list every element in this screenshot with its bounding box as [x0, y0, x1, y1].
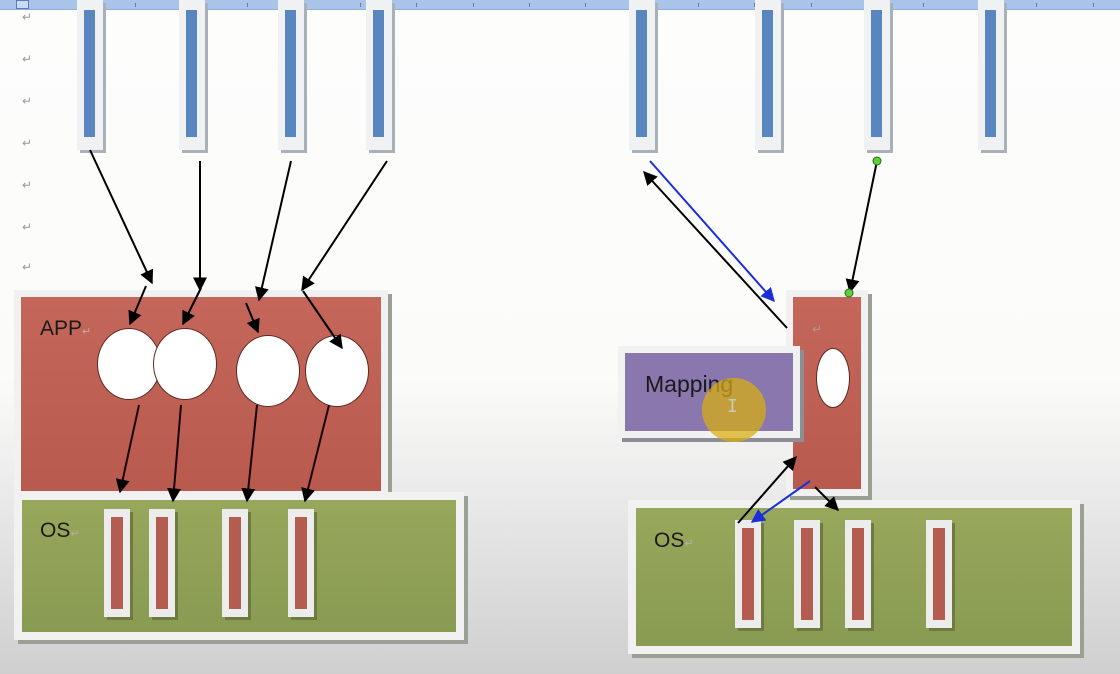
- os-memory-slot-fill: [229, 517, 241, 609]
- memory-block[interactable]: [978, 0, 1004, 150]
- os-label: OS↵: [40, 519, 80, 543]
- memory-block[interactable]: [864, 0, 890, 150]
- ruler-tick: [416, 3, 417, 7]
- arrow: [302, 290, 343, 350]
- os-label-right: OS↵: [654, 529, 694, 553]
- paragraph-mark: ↵: [22, 260, 33, 274]
- memory-block-fill: [871, 10, 882, 137]
- memory-block-fill: [373, 10, 384, 137]
- app-process-circle[interactable]: [153, 328, 217, 400]
- app-label: APP↵: [40, 317, 91, 341]
- memory-block-fill: [762, 10, 773, 137]
- paragraph-mark: ↵: [82, 326, 92, 338]
- paragraph-mark: ↵: [22, 94, 33, 108]
- memory-block-fill: [186, 10, 197, 137]
- ruler-tick: [247, 3, 248, 7]
- paragraph-mark: ↵: [22, 178, 33, 192]
- paragraph-mark: ↵: [22, 10, 33, 24]
- arrow: [128, 285, 147, 326]
- connector-anchor[interactable]: [844, 288, 854, 298]
- app-process-circle[interactable]: [97, 328, 161, 400]
- app-process-ellipse[interactable]: [816, 348, 850, 408]
- os-memory-slot[interactable]: [149, 509, 175, 617]
- arrow: [301, 160, 388, 292]
- arrow: [115, 404, 140, 494]
- arrow: [182, 287, 202, 326]
- ruler-tick: [1093, 3, 1094, 7]
- paragraph-mark: ↵: [22, 52, 33, 66]
- arrow: [301, 404, 330, 503]
- os-memory-slot-fill: [295, 517, 307, 609]
- arrow: [167, 404, 182, 503]
- app-label-text: APP: [40, 317, 83, 340]
- ruler-tick: [754, 3, 755, 7]
- paragraph-mark: ↵: [22, 220, 33, 234]
- paragraph-mark: ↵: [812, 322, 823, 336]
- arrow: [245, 302, 260, 334]
- memory-block-fill: [985, 10, 996, 137]
- paragraph-mark: ↵: [684, 538, 694, 550]
- memory-block-fill: [84, 10, 95, 137]
- ruler-tick: [698, 3, 699, 7]
- ruler-tab-selector[interactable]: [16, 0, 29, 9]
- app-process-circle[interactable]: [236, 335, 300, 407]
- paragraph-mark: ↵: [70, 528, 80, 540]
- horizontal-ruler[interactable]: [0, 0, 1120, 10]
- arrow: [89, 149, 154, 285]
- ruler-tick: [811, 3, 812, 7]
- os-memory-slot[interactable]: [794, 520, 820, 628]
- os-label-text: OS: [40, 519, 71, 542]
- ruler-tick: [585, 3, 586, 7]
- ruler-tick: [529, 3, 530, 7]
- ruler-tick: [1036, 3, 1037, 7]
- os-memory-slot[interactable]: [222, 509, 248, 617]
- memory-block[interactable]: [278, 0, 304, 150]
- arrow: [737, 455, 797, 524]
- connector-anchor[interactable]: [872, 156, 882, 166]
- os-memory-slot-fill: [742, 528, 754, 620]
- memory-block[interactable]: [77, 0, 103, 150]
- ruler-tick: [304, 3, 305, 7]
- memory-block[interactable]: [629, 0, 655, 150]
- ruler-tick: [135, 3, 136, 7]
- os-memory-slot-fill: [933, 528, 945, 620]
- memory-block-fill: [636, 10, 647, 137]
- os-memory-slot-fill: [801, 528, 813, 620]
- ruler-tick: [473, 3, 474, 7]
- os-memory-slot-fill: [852, 528, 864, 620]
- memory-block[interactable]: [179, 0, 205, 150]
- os-memory-slot-fill: [156, 517, 168, 609]
- os-memory-slot[interactable]: [288, 509, 314, 617]
- memory-block[interactable]: [366, 0, 392, 150]
- ruler-tick: [360, 3, 361, 7]
- arrow: [845, 160, 878, 294]
- arrow: [255, 160, 292, 302]
- memory-block[interactable]: [755, 0, 781, 150]
- os-label-text: OS: [654, 529, 685, 552]
- memory-block-fill: [285, 10, 296, 137]
- arrow: [814, 486, 839, 511]
- cursor-highlight: [702, 378, 766, 442]
- os-memory-slot[interactable]: [735, 520, 761, 628]
- arrow-blue: [750, 480, 811, 523]
- os-memory-slot[interactable]: [845, 520, 871, 628]
- os-memory-slot[interactable]: [926, 520, 952, 628]
- os-memory-slot[interactable]: [104, 509, 130, 617]
- app-box-right[interactable]: [786, 290, 868, 496]
- arrow-blue: [649, 160, 775, 303]
- text-cursor-icon: I: [727, 396, 738, 417]
- arrow: [643, 170, 788, 329]
- ruler-tick: [923, 3, 924, 7]
- arrow: [241, 404, 258, 503]
- paragraph-mark: ↵: [22, 136, 33, 150]
- os-memory-slot-fill: [111, 517, 123, 609]
